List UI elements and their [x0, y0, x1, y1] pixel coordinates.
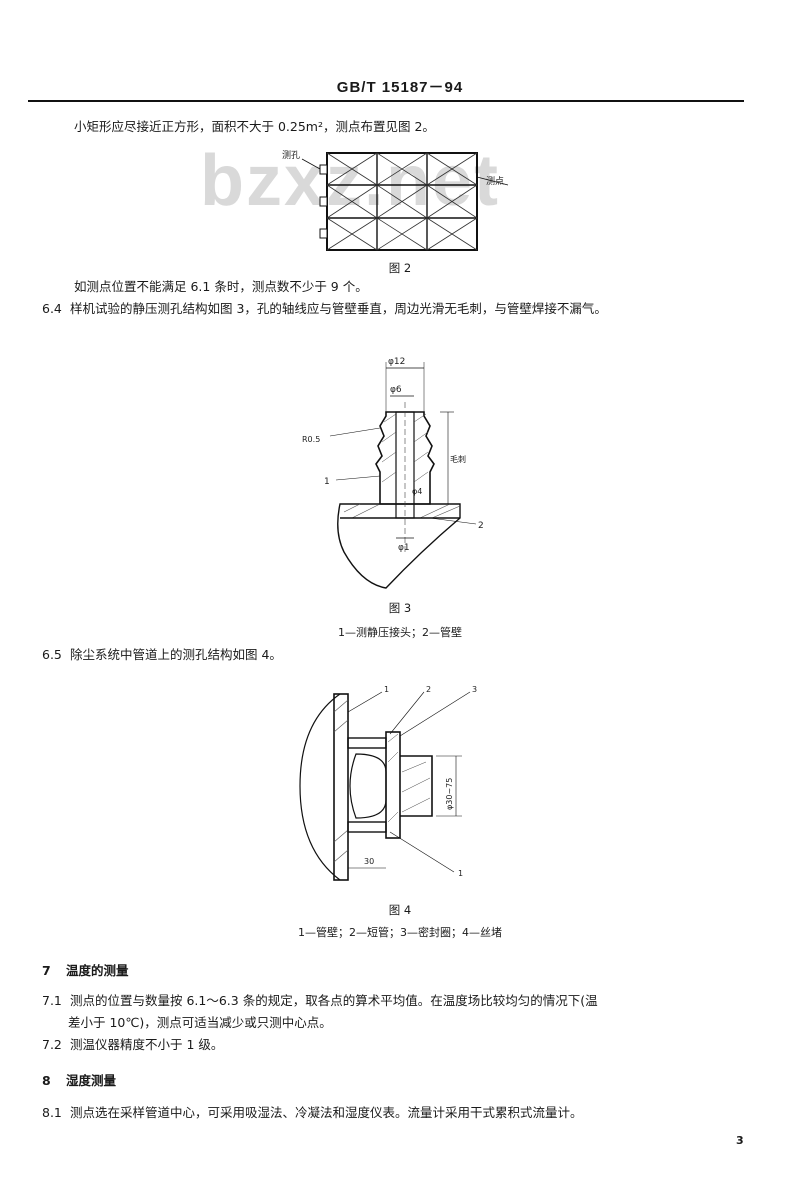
clause-7-2-number: 7.2: [42, 1037, 62, 1052]
clause-7-1-line1: 测点的位置与数量按 6.1～6.3 条的规定，取各点的算术平均值。在温度场比较均…: [70, 993, 598, 1008]
watermark: bzxz.net: [200, 141, 501, 221]
paragraph-rect-section: 小矩形应尽接近正方形，面积不大于 0.25m²，测点布置见图 2。: [74, 119, 435, 134]
figure-2-grid: 测孔 测点: [282, 150, 509, 251]
figure-3-caption: 图 3: [388, 601, 412, 615]
clause-7-1: 7.1 测点的位置与数量按 6.1～6.3 条的规定，取各点的算术平均值。在温度场…: [42, 992, 598, 1010]
fig2-label-hole: 测孔: [282, 150, 300, 161]
clause-7-2: 7.2 测温仪器精度不小于 1 级。: [42, 1036, 223, 1054]
section-8-number: 8: [42, 1073, 51, 1088]
clause-6-4-text: 样机试验的静压测孔结构如图 3，孔的轴线应与管壁垂直，周边光滑无毛刺，与管壁焊接…: [70, 301, 607, 316]
fig3-dim-r: R0.5: [302, 435, 320, 444]
clause-6-5: 6.5 除尘系统中管道上的测孔结构如图 4。: [42, 646, 282, 664]
figure-4-sampling-port: 1 2 3 1 30 φ30~75: [299, 685, 477, 881]
fig4-dim-30: 30: [364, 857, 374, 866]
standard-code-header: GB/T 15187－94: [336, 79, 464, 96]
fig4-callout-4: 1: [458, 869, 463, 878]
clause-6-4: 6.4 样机试验的静压测孔结构如图 3，孔的轴线应与管壁垂直，周边光滑无毛刺，与管…: [42, 300, 607, 318]
fig3-callout-1: 1: [324, 477, 330, 487]
header-rule: [28, 100, 744, 102]
clause-8-1-number: 8.1: [42, 1105, 62, 1120]
figure-4-caption: 图 4: [388, 903, 412, 917]
figure-3-legend: 1—测静压接头；2—管壁: [338, 626, 462, 639]
fig3-dim-phi12: φ12: [388, 357, 405, 367]
clause-7-1-number: 7.1: [42, 993, 62, 1008]
clause-8-1-text: 测点选在采样管道中心，可采用吸湿法、冷凝法和湿度仪表。流量计采用干式累积式流量计…: [70, 1105, 583, 1120]
clause-6-5-number: 6.5: [42, 647, 62, 662]
fig4-callout-3: 3: [472, 685, 477, 694]
fig4-callout-1: 1: [384, 685, 389, 694]
fig4-dim-phi: φ30~75: [445, 778, 454, 810]
section-8-title: 湿度测量: [66, 1073, 117, 1088]
figure-3-static-pressure-tap: φ12 φ6 φ1 φ4 R0.5 毛刺 1 2: [302, 357, 484, 589]
section-7-heading: 7 温度的测量: [42, 960, 129, 979]
section-7-title: 温度的测量: [66, 963, 129, 978]
clause-7-1-line2: 差小于 10℃)，测点可适当减少或只测中心点。: [68, 1015, 332, 1030]
clause-8-1: 8.1 测点选在采样管道中心，可采用吸湿法、冷凝法和湿度仪表。流量计采用干式累积式…: [42, 1104, 583, 1122]
fig2-label-point: 测点: [486, 176, 504, 187]
fig3-callout-2: 2: [478, 521, 484, 531]
section-8-heading: 8 湿度测量: [42, 1070, 116, 1089]
figure-4-legend: 1—管壁；2—短管；3—密封圈；4—丝堵: [298, 926, 502, 939]
fig3-dim-thread: 毛刺: [450, 454, 466, 464]
clause-6-5-text: 除尘系统中管道上的测孔结构如图 4。: [70, 647, 282, 662]
paragraph-fig2-note: 如测点位置不能满足 6.1 条时，测点数不少于 9 个。: [74, 279, 368, 294]
fig3-dim-phi1: φ1: [398, 543, 410, 553]
clause-6-4-number: 6.4: [42, 301, 62, 316]
clause-7-2-text: 测温仪器精度不小于 1 级。: [70, 1037, 224, 1052]
page-number: 3: [736, 1134, 744, 1147]
fig4-callout-2: 2: [426, 685, 431, 694]
fig3-dim-phi6: φ6: [390, 385, 402, 395]
section-7-number: 7: [42, 963, 51, 978]
fig3-dim-phi4: φ4: [412, 487, 422, 496]
figure-2-caption: 图 2: [388, 261, 412, 275]
